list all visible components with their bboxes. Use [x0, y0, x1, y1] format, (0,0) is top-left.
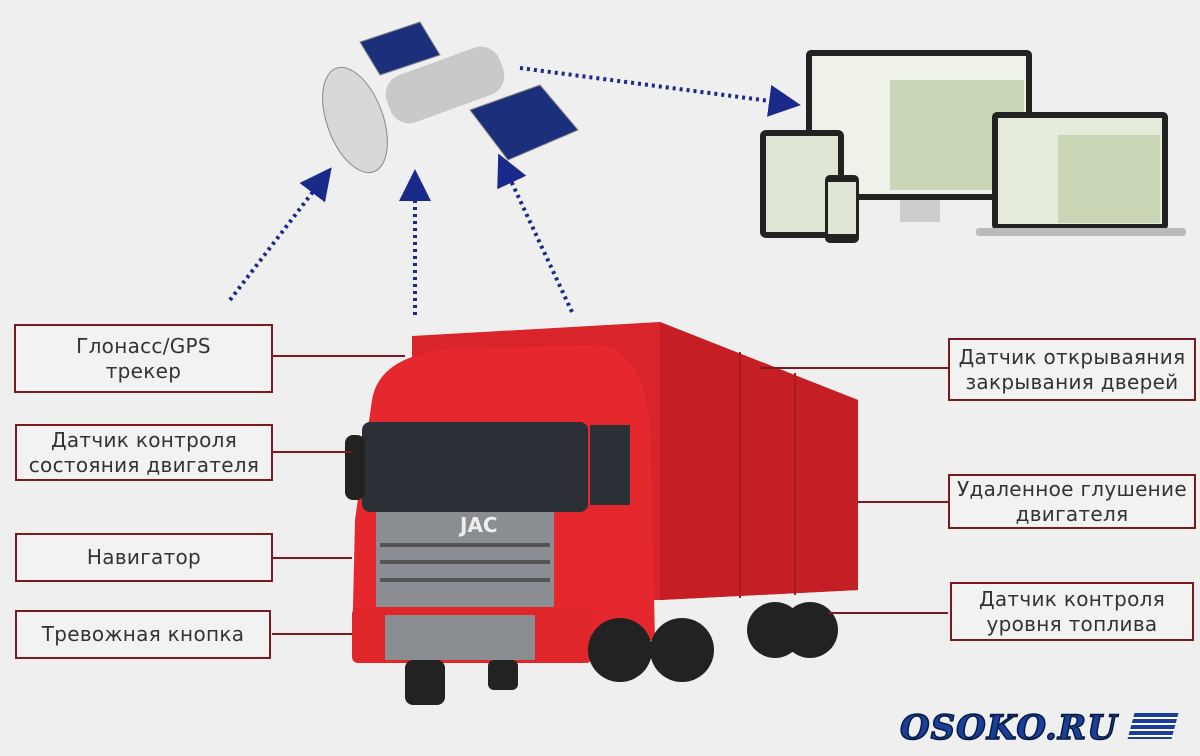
connector — [272, 633, 352, 635]
label-line: Датчик контроля — [978, 586, 1166, 611]
label-line: Датчик контроля — [50, 427, 238, 452]
connector — [272, 355, 405, 357]
label-line: состояния двигателя — [28, 452, 260, 477]
label-line: уровня топлива — [986, 611, 1158, 636]
label-line: Датчик открываяния — [958, 344, 1186, 369]
label-line: закрывания дверей — [965, 369, 1179, 394]
label-remote-engine-stop: Удаленное глушение двигателя — [948, 474, 1196, 529]
label-line: двигателя — [1015, 501, 1129, 526]
label-engine-sensor: Датчик контроля состояния двигателя — [15, 424, 273, 481]
label-fuel-sensor: Датчик контроля уровня топлива — [950, 582, 1194, 641]
watermark-logo: OSOKO.RU — [899, 707, 1179, 749]
label-line: Тревожная кнопка — [41, 622, 245, 646]
stripes-icon — [1127, 713, 1179, 739]
signal-arrows — [228, 66, 801, 315]
label-line: трекер — [105, 358, 182, 383]
label-panic-button: Тревожная кнопка — [15, 610, 271, 659]
label-navigator: Навигатор — [15, 533, 273, 582]
connector — [272, 557, 352, 559]
label-line: Глонасс/GPS — [76, 333, 211, 358]
label-door-sensor: Датчик открываяния закрывания дверей — [948, 338, 1196, 401]
label-line: Удаленное глушение — [957, 476, 1187, 501]
connector — [272, 451, 352, 453]
connector — [828, 612, 948, 614]
devices-icon — [760, 50, 1186, 243]
watermark-text: OSOKO.RU — [899, 707, 1118, 749]
label-gps-tracker: Глонасс/GPS трекер — [14, 324, 273, 393]
truck-brand: JAC — [458, 513, 498, 537]
satellite-icon — [322, 21, 579, 174]
connector — [760, 367, 948, 369]
truck-illustration — [345, 322, 858, 705]
connector — [858, 501, 948, 503]
label-line: Навигатор — [86, 545, 202, 569]
